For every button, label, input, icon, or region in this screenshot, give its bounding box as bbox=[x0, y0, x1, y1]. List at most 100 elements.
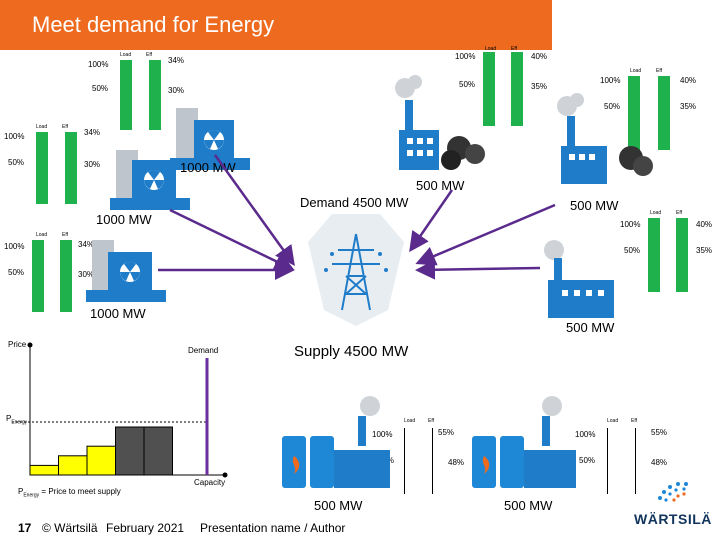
coal-mw-label: 500 MW bbox=[416, 178, 465, 193]
load-bar bbox=[628, 76, 640, 150]
eff-mid-label: 30% bbox=[168, 86, 185, 95]
nuclear-plant-icon bbox=[86, 240, 166, 302]
coal-plant-icon bbox=[557, 93, 653, 184]
eff-bar-outline bbox=[635, 428, 636, 494]
footer-text: Presentation name / Author bbox=[200, 521, 346, 535]
gauge-eff-label: Eff bbox=[631, 418, 638, 424]
eff-mid-label: 30% bbox=[84, 160, 101, 169]
p-energy-label: PEnergy bbox=[6, 414, 28, 426]
gauge-mid-label: 50% bbox=[459, 80, 476, 89]
gauge-load-label: Load bbox=[650, 210, 662, 216]
gauge-eff-label: Eff bbox=[511, 46, 518, 52]
gauge-top-label: 100% bbox=[372, 430, 393, 439]
eff-top-label: 55% bbox=[651, 428, 668, 437]
gauge-top-label: 100% bbox=[4, 242, 25, 251]
gauge-eff-label: Eff bbox=[62, 232, 69, 238]
page-number: 17 bbox=[18, 521, 32, 535]
gauge-eff-label: Eff bbox=[146, 52, 153, 58]
capacity-axis-label: Capacity bbox=[194, 478, 226, 487]
coal-mw-label: 500 MW bbox=[570, 198, 619, 213]
p-energy-note: PEnergy = Price to meet supply bbox=[18, 487, 121, 499]
gas-plant-icon bbox=[472, 396, 576, 488]
gauge-top-label: 100% bbox=[4, 132, 25, 141]
merit-bar-2 bbox=[58, 455, 88, 476]
footer-date: February 2021 bbox=[106, 521, 185, 535]
nuclear-plant-icon bbox=[170, 108, 250, 170]
gauge-mid-label: 50% bbox=[604, 102, 621, 111]
gauge-mid-label: 50% bbox=[624, 246, 641, 255]
gas-plant-icon bbox=[282, 396, 390, 488]
eff-bar bbox=[60, 240, 72, 312]
load-bar-outline bbox=[404, 428, 405, 494]
eff-mid-label: 30% bbox=[78, 270, 95, 279]
gauge-load-label: Load bbox=[36, 232, 48, 238]
eff-mid-label: 35% bbox=[680, 102, 697, 111]
gauge-top-label: 100% bbox=[600, 76, 621, 85]
price-axis-label: Price bbox=[8, 340, 27, 349]
gauge-top-label: 100% bbox=[455, 52, 476, 61]
gauge-mid-label: 50% bbox=[92, 84, 109, 93]
merit-bar-1 bbox=[29, 464, 59, 476]
load-bar bbox=[32, 240, 44, 312]
gauge-coal-1: Load Eff 100% 50% 40% 35% bbox=[455, 46, 585, 126]
nuclear-plant-icon bbox=[110, 150, 190, 210]
eff-top-label: 34% bbox=[168, 56, 185, 65]
gauge-nuclear-1: Load Eff 100% 50% 34% 30% bbox=[88, 52, 218, 132]
coal-plant-icon bbox=[544, 240, 614, 318]
gauge-mid-label: 50% bbox=[8, 268, 25, 277]
merit-bar-5 bbox=[143, 426, 173, 476]
eff-top-label: 40% bbox=[531, 52, 548, 61]
merit-bar-3 bbox=[86, 445, 116, 476]
load-bar bbox=[648, 218, 660, 292]
gauge-eff-label: Eff bbox=[656, 68, 663, 74]
eff-top-label: 55% bbox=[438, 428, 455, 437]
gauge-load-label: Load bbox=[120, 52, 132, 58]
gauge-load-label: Load bbox=[485, 46, 497, 52]
gas-mw-label: 500 MW bbox=[504, 498, 553, 513]
gauge-top-label: 100% bbox=[88, 60, 109, 69]
gauge-load-label: Load bbox=[36, 124, 48, 130]
eff-mid-label: 48% bbox=[651, 458, 668, 467]
copyright: © Wärtsilä bbox=[42, 521, 98, 535]
nuclear-mw-label: 1000 MW bbox=[96, 212, 152, 227]
gauge-top-label: 100% bbox=[620, 220, 641, 229]
supply-label: Supply 4500 MW bbox=[294, 343, 409, 360]
eff-bar bbox=[658, 76, 670, 150]
eff-bar bbox=[65, 132, 77, 204]
gauge-coal-3: Load Eff 100% 50% 40% 35% bbox=[620, 210, 720, 292]
load-bar bbox=[120, 60, 132, 130]
power-pylon-icon bbox=[308, 214, 404, 326]
eff-bar bbox=[676, 218, 688, 292]
gas-mw-label: 500 MW bbox=[314, 498, 363, 513]
gauge-load-label: Load bbox=[404, 418, 416, 424]
demand-axis-label: Demand bbox=[188, 346, 219, 355]
title-bar bbox=[0, 0, 552, 50]
wartsila-logo-icon bbox=[658, 482, 688, 502]
nuclear-mw-label: 1000 MW bbox=[90, 306, 146, 321]
coal-mw-label: 500 MW bbox=[566, 320, 615, 335]
eff-bar-outline bbox=[432, 428, 433, 494]
gauge-coal-2: Load Eff 100% 50% 40% 35% bbox=[600, 68, 720, 150]
gauge-load-label: Load bbox=[630, 68, 642, 74]
page-title: Meet demand for Energy bbox=[32, 12, 275, 37]
eff-top-label: 34% bbox=[84, 128, 101, 137]
load-bar bbox=[483, 52, 495, 126]
gauge-mid-label: 50% bbox=[8, 158, 25, 167]
eff-bar bbox=[149, 60, 161, 130]
gauge-nuclear-3: Load Eff 100% 50% 34% 30% bbox=[4, 232, 134, 312]
wartsila-logo-text: WÄRTSILÄ bbox=[634, 511, 712, 527]
eff-mid-label: 35% bbox=[696, 246, 713, 255]
merit-bar-4 bbox=[115, 426, 145, 476]
eff-top-label: 40% bbox=[696, 220, 713, 229]
gauge-mid-label: 50% bbox=[579, 456, 596, 465]
gauge-eff-label: Eff bbox=[62, 124, 69, 130]
gauge-nuclear-2: Load Eff 100% 50% 34% 30% bbox=[4, 124, 134, 204]
coal-plant-icon bbox=[395, 75, 485, 170]
eff-top-label: 34% bbox=[78, 240, 95, 249]
gauge-eff-label: Eff bbox=[428, 418, 435, 424]
gauge-top-label: 100% bbox=[575, 430, 596, 439]
load-bar-outline bbox=[607, 428, 608, 494]
eff-mid-label: 35% bbox=[531, 82, 548, 91]
